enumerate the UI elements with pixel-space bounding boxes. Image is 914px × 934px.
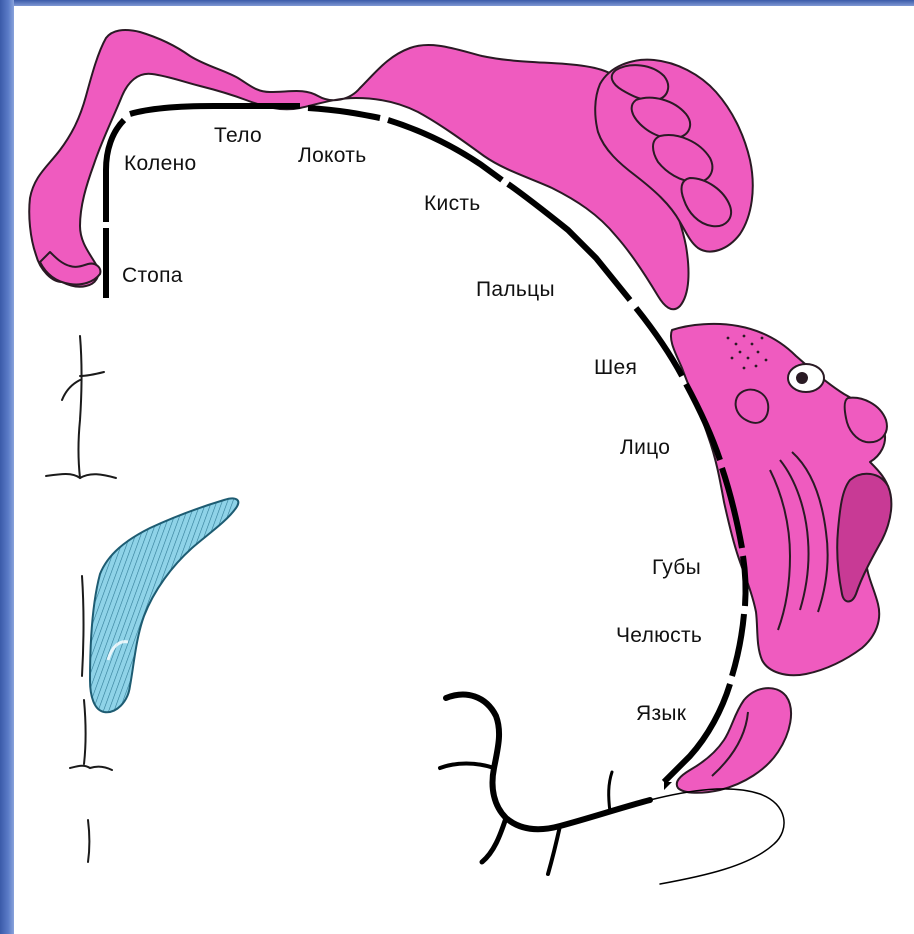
- cortex-segment-knee: [106, 120, 124, 222]
- label-tongue: Язык: [636, 702, 686, 726]
- sulcus-outline: [650, 789, 784, 884]
- label-face: Лицо: [620, 436, 670, 460]
- sulcus-branch-1: [482, 818, 506, 862]
- tongue: [677, 688, 791, 793]
- sketch-line-1: [79, 336, 82, 478]
- label-hand: Кисть: [424, 192, 481, 216]
- sulcus-branch-4: [609, 772, 612, 812]
- label-fingers: Пальцы: [476, 278, 555, 302]
- sketch-line-4: [88, 820, 90, 862]
- sketch-line-2: [82, 576, 84, 676]
- ventricle-shape: [90, 498, 238, 712]
- label-lips: Губы: [652, 556, 701, 580]
- pupil-shape: [796, 372, 808, 384]
- sulcus-branch-2: [548, 826, 560, 874]
- sketch-line-1-foot: [46, 474, 116, 478]
- homunculus-head: [671, 324, 891, 675]
- sketch-line-3: [84, 700, 86, 764]
- sulcus-main: [446, 695, 650, 830]
- sulcus-branch-3: [440, 764, 494, 769]
- cortex-segment-elbow: [308, 108, 380, 118]
- sketch-line-1-branch-b: [80, 372, 104, 376]
- label-elbow: Локоть: [298, 144, 366, 168]
- cortex-segment-lips: [743, 556, 746, 606]
- sketch-line-1-branch: [62, 380, 80, 400]
- label-trunk: Тело: [214, 124, 262, 148]
- ventricle: [90, 498, 238, 712]
- label-foot: Стопа: [122, 264, 183, 288]
- label-knee: Колено: [124, 152, 196, 176]
- label-neck: Шея: [594, 356, 637, 380]
- label-jaw: Челюсть: [616, 624, 702, 648]
- cortex-segment-trunk: [130, 106, 300, 114]
- tongue-shape: [677, 688, 791, 793]
- sketch-line-3-foot: [70, 766, 112, 770]
- cortex-segment-jaw: [732, 614, 744, 676]
- arrow-tip: [664, 782, 672, 790]
